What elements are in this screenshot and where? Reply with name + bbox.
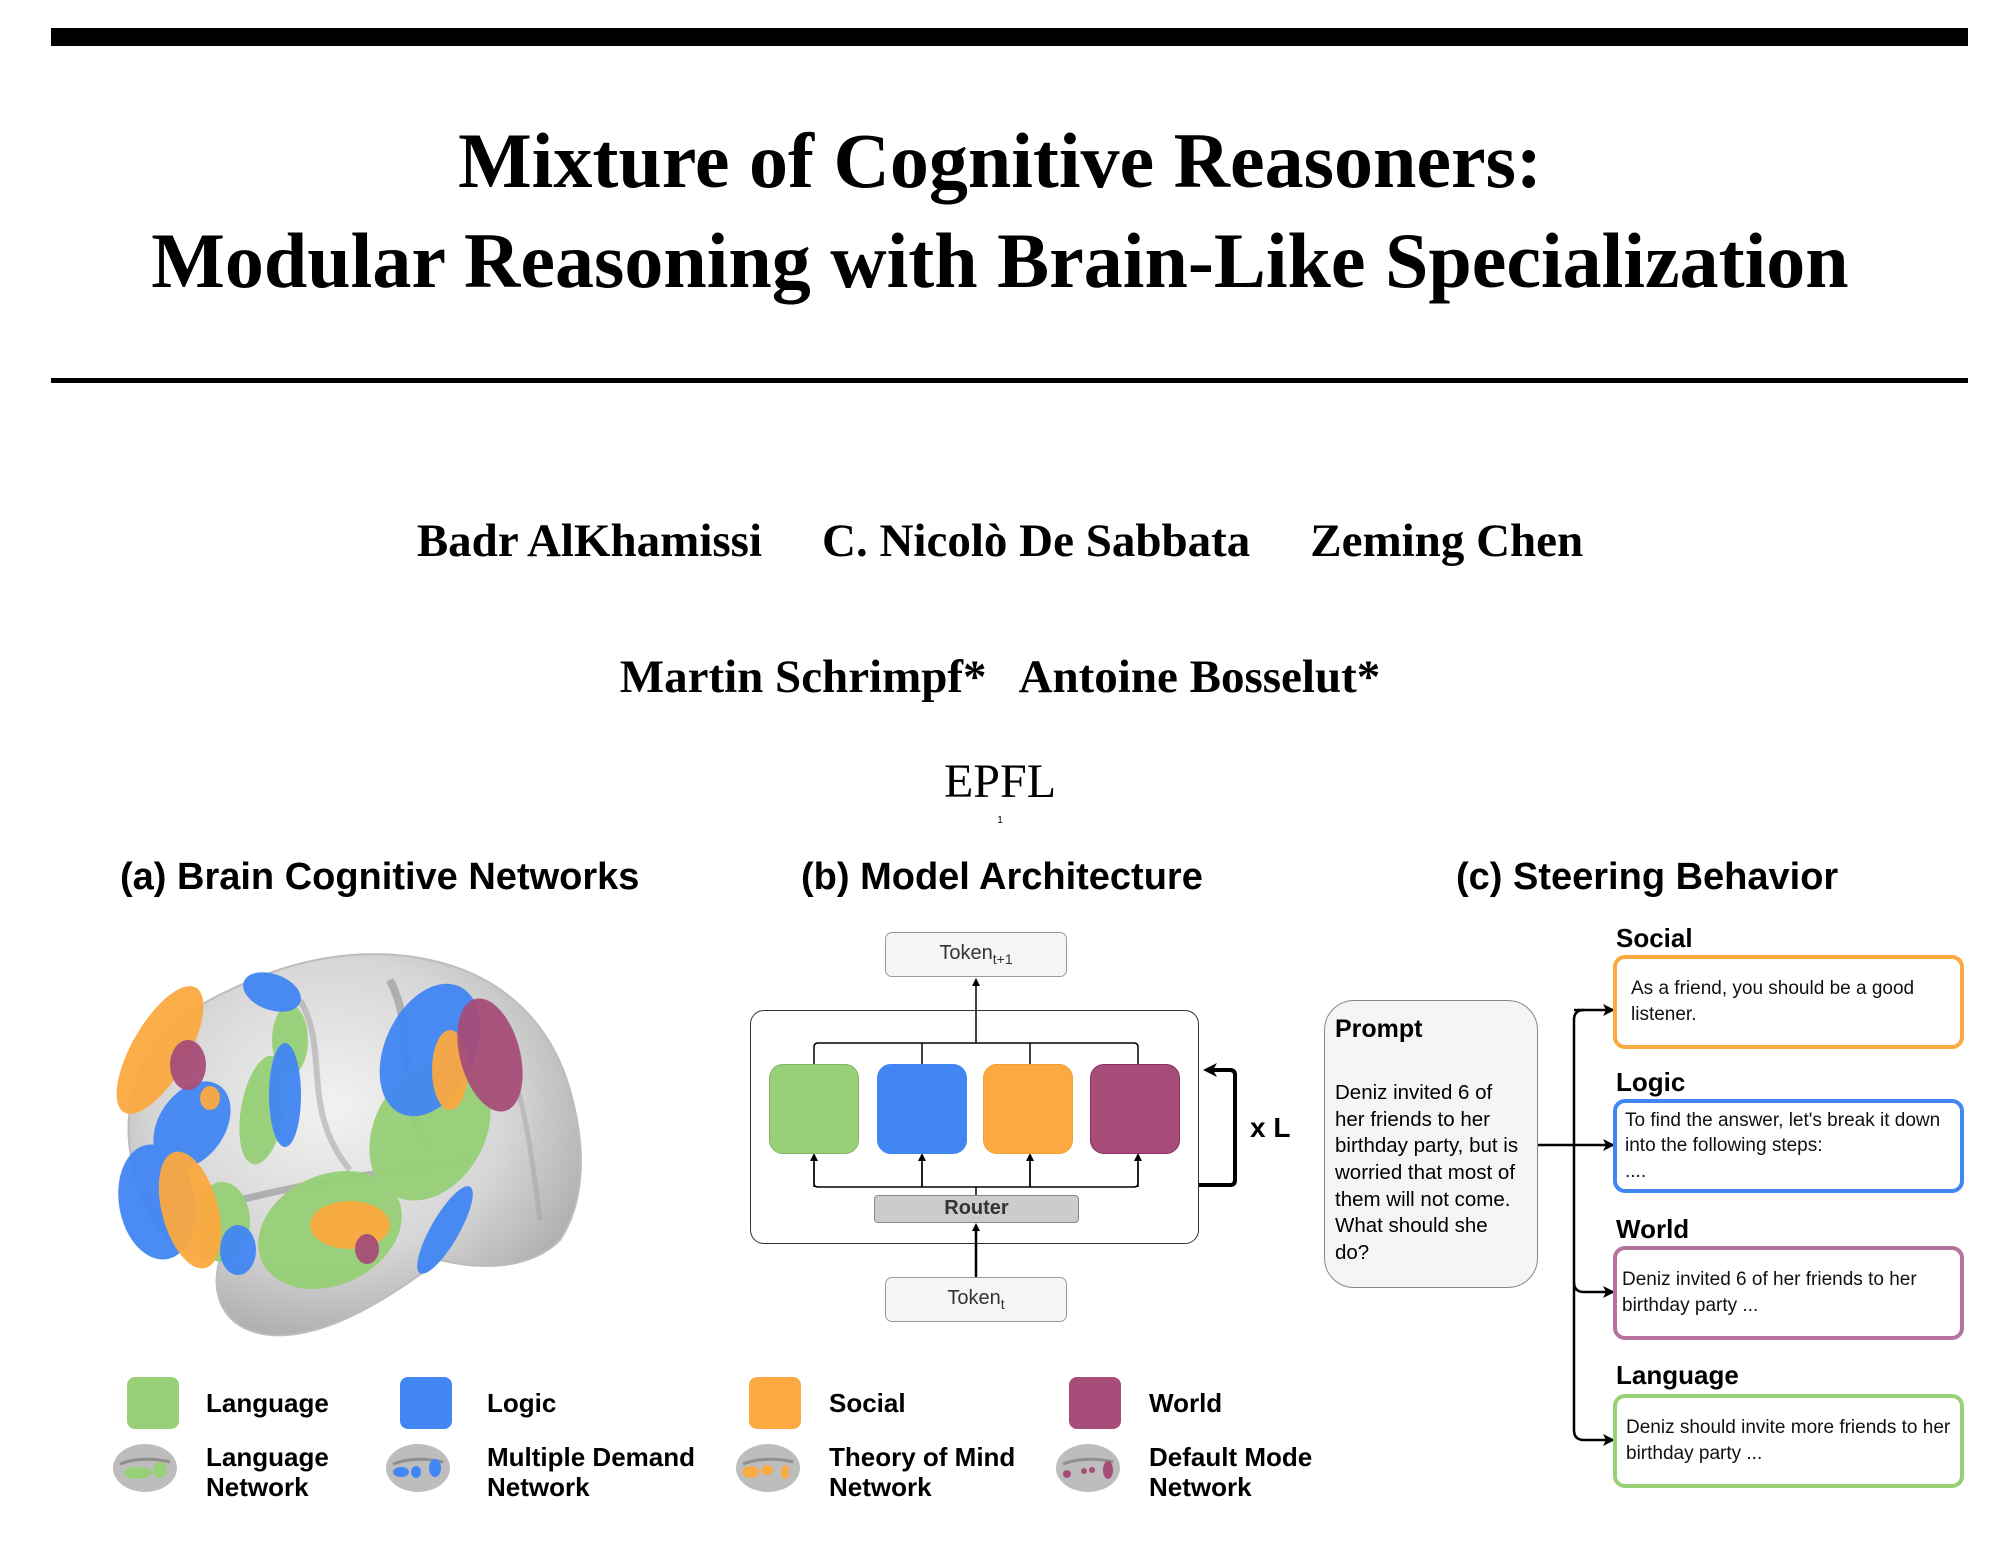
router-to-experts-connector <box>813 1163 1139 1195</box>
prompt-text: Deniz invited 6 of her friends to her bi… <box>1335 1081 1519 1264</box>
expert-logic <box>877 1064 967 1154</box>
output-token-box: Tokent+1 <box>885 932 1067 977</box>
expert-language <box>769 1064 859 1154</box>
legend-network-line: Network <box>829 1471 932 1502</box>
legend-swatch-logic <box>400 1377 452 1429</box>
layer-repeat-label: x L <box>1250 1112 1291 1143</box>
experts-to-output-connector <box>813 1042 1139 1064</box>
architecture-connectors <box>810 978 1237 1277</box>
paper-title-line-2: Modular Reasoning with Brain-Like Specia… <box>151 217 1849 304</box>
steer-label-world: World <box>1616 1214 1690 1244</box>
legend-network-line: Multiple Demand <box>487 1442 696 1472</box>
brain-thumbnail-world-icon <box>1056 1444 1120 1492</box>
legend-swatch-language <box>127 1377 179 1429</box>
legend-expert-label: Language <box>206 1388 329 1418</box>
panel-c-heading: (c) Steering Behavior <box>1456 856 1839 898</box>
legend-network-line: Network <box>206 1471 309 1502</box>
expert-social <box>983 1064 1073 1154</box>
panel-a-heading: (a) Brain Cognitive Networks <box>120 856 640 898</box>
legend-expert-label: Social <box>829 1388 906 1418</box>
legend-network-line: Default Mode <box>1149 1442 1313 1472</box>
legend-network-line: Network <box>487 1471 590 1502</box>
paper-title-line-1: Mixture of Cognitive Reasoners: <box>458 117 1542 204</box>
steer-label-language: Language <box>1616 1360 1739 1390</box>
steer-label-logic: Logic <box>1616 1067 1686 1097</box>
legend-swatch-world <box>1069 1377 1121 1429</box>
default-mode-network-regions <box>170 998 523 1264</box>
expert-world <box>1090 1064 1180 1154</box>
legend-network-label: Theory of Mind Network <box>829 1442 1016 1503</box>
top-rule <box>51 28 1968 46</box>
author-name: Martin Schrimpf* <box>619 651 987 703</box>
input-token-box: Tokent <box>885 1277 1067 1322</box>
brain-thumbnail-social-icon <box>736 1444 800 1492</box>
arrow-to-world <box>1572 1281 1615 1298</box>
steer-label-social: Social <box>1616 923 1693 953</box>
legend-network-label: Multiple Demand Network <box>487 1442 696 1503</box>
brain-thumbnail-language-icon <box>113 1444 177 1492</box>
router-box: Router <box>874 1195 1079 1223</box>
brain-thumbnail-logic-icon <box>386 1444 450 1492</box>
transformer-layer-block <box>750 1010 1199 1244</box>
author-name: C. Nicolò De Sabbata <box>822 515 1251 567</box>
input-token-label: Token <box>947 1287 1001 1309</box>
response-ellipsis: .... <box>1625 1160 1647 1182</box>
repeat-loop-arrow <box>1199 1063 1237 1187</box>
steer-response-world: Deniz invited 6 of her friends to her bi… <box>1613 1246 1964 1340</box>
brain-network-illustration <box>116 953 582 1337</box>
input-token-subscript: t <box>1000 1296 1005 1312</box>
affiliation: EPFL <box>943 755 1057 808</box>
response-text: Deniz invited 6 of her friends to her bi… <box>1622 1269 1917 1316</box>
steering-bracket-arrows <box>1538 1004 1615 1446</box>
response-text: Deniz should invite more friends to her … <box>1626 1417 1951 1464</box>
legend-network-label: Default Mode Network <box>1149 1442 1313 1503</box>
prompt-box: Prompt Deniz invited 6 of her friends to… <box>1324 1000 1538 1288</box>
legend-network-label: Language Network <box>206 1442 329 1503</box>
panel-b-heading: (b) Model Architecture <box>801 856 1203 898</box>
output-token-subscript: t+1 <box>992 951 1013 967</box>
theory-of-mind-network-regions <box>116 986 468 1269</box>
response-text: To find the answer, let's break it down … <box>1625 1109 1941 1157</box>
legend-expert-label: Logic <box>487 1388 557 1418</box>
author-name: Badr AlKhamissi <box>416 515 763 567</box>
author-row-1: Badr AlKhamissi C. Nicolò De Sabbata Zemin… <box>0 518 2000 565</box>
steer-response-logic: To find the answer, let's break it down … <box>1613 1099 1964 1193</box>
author-row-2: Martin Schrimpf* Antoine Bosselut* <box>0 654 2000 701</box>
legend-network-line: Language <box>206 1442 329 1472</box>
steer-response-social: As a friend, you should be a good listen… <box>1613 955 1964 1049</box>
affiliation-mark: 1 <box>997 815 1003 826</box>
legend-swatch-social <box>749 1377 801 1429</box>
legend-network-line: Theory of Mind <box>829 1442 1016 1472</box>
author-name: Zeming Chen <box>1310 515 1584 567</box>
steer-response-language: Deniz should invite more friends to her … <box>1613 1394 1964 1488</box>
author-name: Antoine Bosselut* <box>1018 651 1381 703</box>
prompt-title: Prompt <box>1335 1015 1423 1043</box>
title-bottom-rule <box>51 378 1968 383</box>
response-text: As a friend, you should be a good listen… <box>1631 978 1915 1025</box>
output-token-label: Token <box>939 942 993 964</box>
legend-network-line: Network <box>1149 1471 1252 1502</box>
legend-expert-label: World <box>1149 1388 1223 1418</box>
